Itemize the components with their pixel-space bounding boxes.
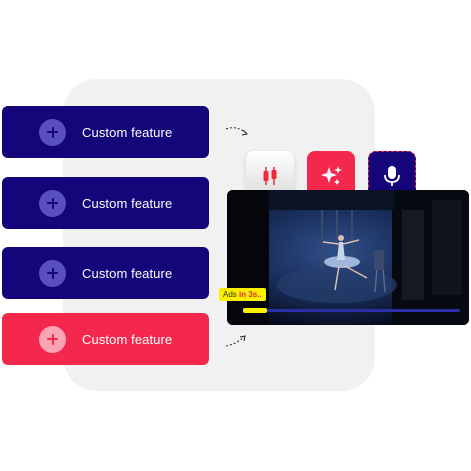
feature-label: Custom feature <box>82 195 173 211</box>
custom-feature-button-1[interactable]: Custom feature <box>2 106 209 158</box>
dashed-arrow-icon <box>225 335 246 347</box>
ballet-video-frame <box>227 190 469 325</box>
ads-prefix: Ads <box>223 290 240 299</box>
ads-countdown-badge: Ads in 3s.. <box>219 288 266 301</box>
plus-icon <box>39 189 66 217</box>
video-progress-bar[interactable] <box>243 308 460 313</box>
video-player[interactable] <box>227 190 469 325</box>
dashed-arrow-icon <box>225 127 249 136</box>
feature-label: Custom feature <box>82 124 173 140</box>
custom-feature-button-2[interactable]: Custom feature <box>2 177 209 229</box>
custom-feature-button-3[interactable]: Custom feature <box>2 247 209 299</box>
video-progress-fill <box>243 308 267 313</box>
ads-countdown: in 3s.. <box>239 290 262 299</box>
plus-icon <box>39 118 66 146</box>
feature-label: Custom feature <box>82 331 173 347</box>
plus-icon <box>39 325 66 353</box>
candlestick-chart-icon <box>263 167 277 185</box>
microphone-icon <box>384 166 400 186</box>
plus-icon <box>39 259 66 287</box>
sparkles-icon <box>321 166 342 185</box>
feature-label: Custom feature <box>82 265 173 281</box>
custom-feature-button-4[interactable]: Custom feature <box>2 313 209 365</box>
